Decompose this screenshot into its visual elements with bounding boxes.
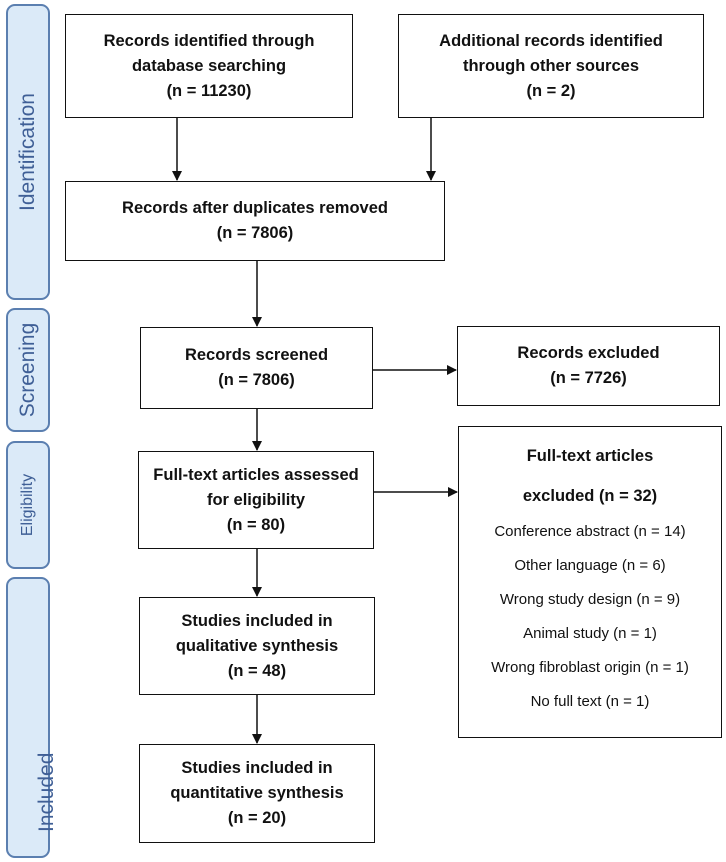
- database-search-line2: database searching: [131, 56, 287, 75]
- fulltext-excluded-title-line1: Full-text articles: [526, 447, 654, 465]
- quantitative-count: (n = 20): [227, 809, 287, 827]
- records-screened-box: Records screened (n = 7806): [140, 327, 373, 409]
- quantitative-line1: Studies included in: [181, 759, 333, 777]
- records-excluded-box: Records excluded (n = 7726): [457, 326, 720, 406]
- full-text-assessed-line2: for eligibility: [206, 490, 306, 509]
- full-text-assessed-count: (n = 80): [226, 515, 286, 534]
- exclusion-reason: Conference abstract (n = 14): [494, 523, 686, 540]
- phase-identification: Identification: [6, 4, 50, 300]
- other-sources-line2: through other sources: [462, 56, 639, 75]
- qualitative-line2: qualitative synthesis: [175, 636, 339, 655]
- phase-eligibility: Eligibility: [6, 441, 50, 569]
- records-screened-count: (n = 7806): [218, 371, 295, 389]
- after-duplicates-box: Records after duplicates removed (n = 78…: [65, 181, 445, 261]
- exclusion-reason: No full text (n = 1): [530, 693, 650, 710]
- phase-included: Included: [6, 577, 58, 858]
- qualitative-count: (n = 48): [227, 661, 287, 680]
- records-excluded-line1: Records excluded: [517, 344, 660, 362]
- database-search-line1: Records identified through: [103, 31, 315, 50]
- quantitative-synthesis-box: Studies included in quantitative synthes…: [139, 744, 375, 843]
- full-text-assessed-line1: Full-text articles assessed: [153, 465, 359, 484]
- full-text-assessed-box: Full-text articles assessed for eligibil…: [138, 451, 374, 549]
- exclusion-reason: Wrong fibroblast origin (n = 1): [491, 659, 689, 676]
- fulltext-excluded-box: Full-text articles excluded (n = 32) Con…: [458, 426, 722, 738]
- exclusion-reason: Other language (n = 6): [514, 557, 666, 574]
- database-search-box: Records identified through database sear…: [65, 14, 353, 118]
- other-sources-count: (n = 2): [526, 81, 576, 100]
- records-screened-line1: Records screened: [184, 346, 329, 364]
- other-sources-line1: Additional records identified: [439, 31, 663, 50]
- records-excluded-count: (n = 7726): [550, 369, 627, 387]
- phase-screening: Screening: [6, 308, 50, 432]
- fulltext-excluded-title-line2: excluded (n = 32): [522, 487, 658, 505]
- exclusion-reason: Animal study (n = 1): [523, 625, 657, 642]
- database-search-count: (n = 11230): [166, 81, 252, 100]
- after-duplicates-line1: Records after duplicates removed: [122, 199, 388, 217]
- qualitative-line1: Studies included in: [181, 611, 333, 630]
- other-sources-box: Additional records identified through ot…: [398, 14, 704, 118]
- quantitative-line2: quantitative synthesis: [170, 784, 344, 802]
- qualitative-synthesis-box: Studies included in qualitative synthesi…: [139, 597, 375, 695]
- exclusion-reason: Wrong study design (n = 9): [499, 591, 681, 608]
- after-duplicates-count: (n = 7806): [216, 224, 294, 242]
